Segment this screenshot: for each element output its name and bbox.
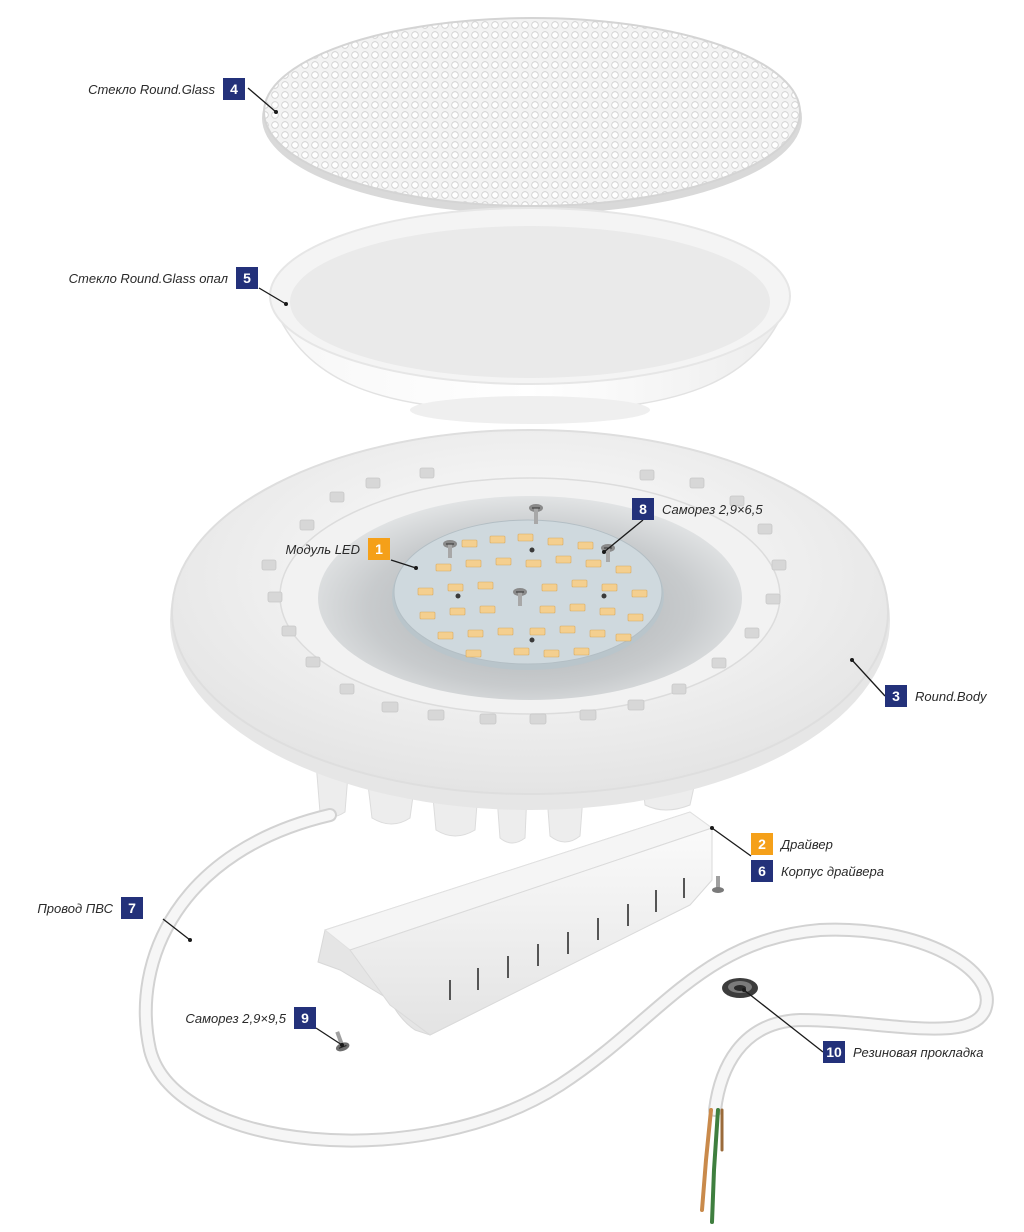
screws-2-9x6-5	[443, 504, 615, 606]
label-badge: 4	[223, 78, 245, 100]
label-text: Корпус драйвера	[781, 863, 884, 879]
label-text: Стекло Round.Glass опал	[68, 270, 228, 286]
label-badge: 7	[121, 897, 143, 919]
leader-led	[390, 559, 417, 569]
leader-body	[851, 659, 886, 697]
pvs-wire	[138, 808, 994, 1224]
label-text: Провод ПВС	[37, 900, 113, 916]
label-text: Round.Body	[915, 688, 987, 704]
label-text: Модуль LED	[285, 541, 360, 557]
label-text: Драйвер	[781, 836, 833, 852]
label-badge: 1	[368, 538, 390, 560]
wire-cores	[700, 1108, 724, 1224]
vent-slots	[261, 467, 787, 725]
label-text: Саморез 2,9×6,5	[662, 501, 763, 517]
label-badge: 6	[751, 860, 773, 882]
label-round-glass: Стекло Round.Glass 4	[88, 78, 245, 100]
led-chips	[417, 533, 648, 658]
label-badge: 2	[751, 833, 773, 855]
label-text: Стекло Round.Glass	[88, 81, 215, 97]
label-round-body: 3 Round.Body	[885, 685, 987, 707]
leader-driver	[711, 827, 752, 857]
label-round-glass-opal: Стекло Round.Glass опал 5	[69, 267, 258, 289]
driver-vent-slots	[449, 878, 685, 1000]
leader-glass	[247, 87, 277, 113]
label-badge: 5	[236, 267, 258, 289]
label-led-module: Модуль LED 1	[285, 538, 390, 560]
opal-glass-bowl	[268, 207, 792, 424]
leader-screw2	[315, 1027, 343, 1046]
led-module	[392, 519, 664, 670]
label-text: Резиновая прокладка	[853, 1044, 984, 1060]
driver-screw	[712, 876, 724, 893]
label-text: Саморез 2,9×9,5	[185, 1010, 286, 1026]
leader-gasket	[743, 989, 824, 1053]
label-pvs-wire: Провод ПВС 7	[37, 897, 143, 919]
rubber-gasket	[722, 978, 758, 998]
label-rubber-gasket: 10 Резиновая прокладка	[823, 1041, 983, 1063]
driver-housing	[317, 811, 714, 1036]
leader-screw1	[603, 519, 644, 553]
leader-lines	[162, 87, 886, 1053]
round-glass-lens	[262, 17, 802, 214]
label-badge: 9	[294, 1007, 316, 1029]
label-badge: 8	[632, 498, 654, 520]
label-badge: 3	[885, 685, 907, 707]
leader-wire	[162, 918, 191, 941]
leader-opal	[258, 287, 287, 305]
label-driver-housing: 6 Корпус драйвера	[751, 860, 884, 882]
label-driver: 2 Драйвер	[751, 833, 833, 855]
label-screw-9-5: Саморез 2,9×9,5 9	[185, 1007, 316, 1029]
label-screw-6-5: 8 Саморез 2,9×6,5	[632, 498, 763, 520]
label-badge: 10	[823, 1041, 845, 1063]
screw-2-9x9-5	[335, 1031, 350, 1052]
